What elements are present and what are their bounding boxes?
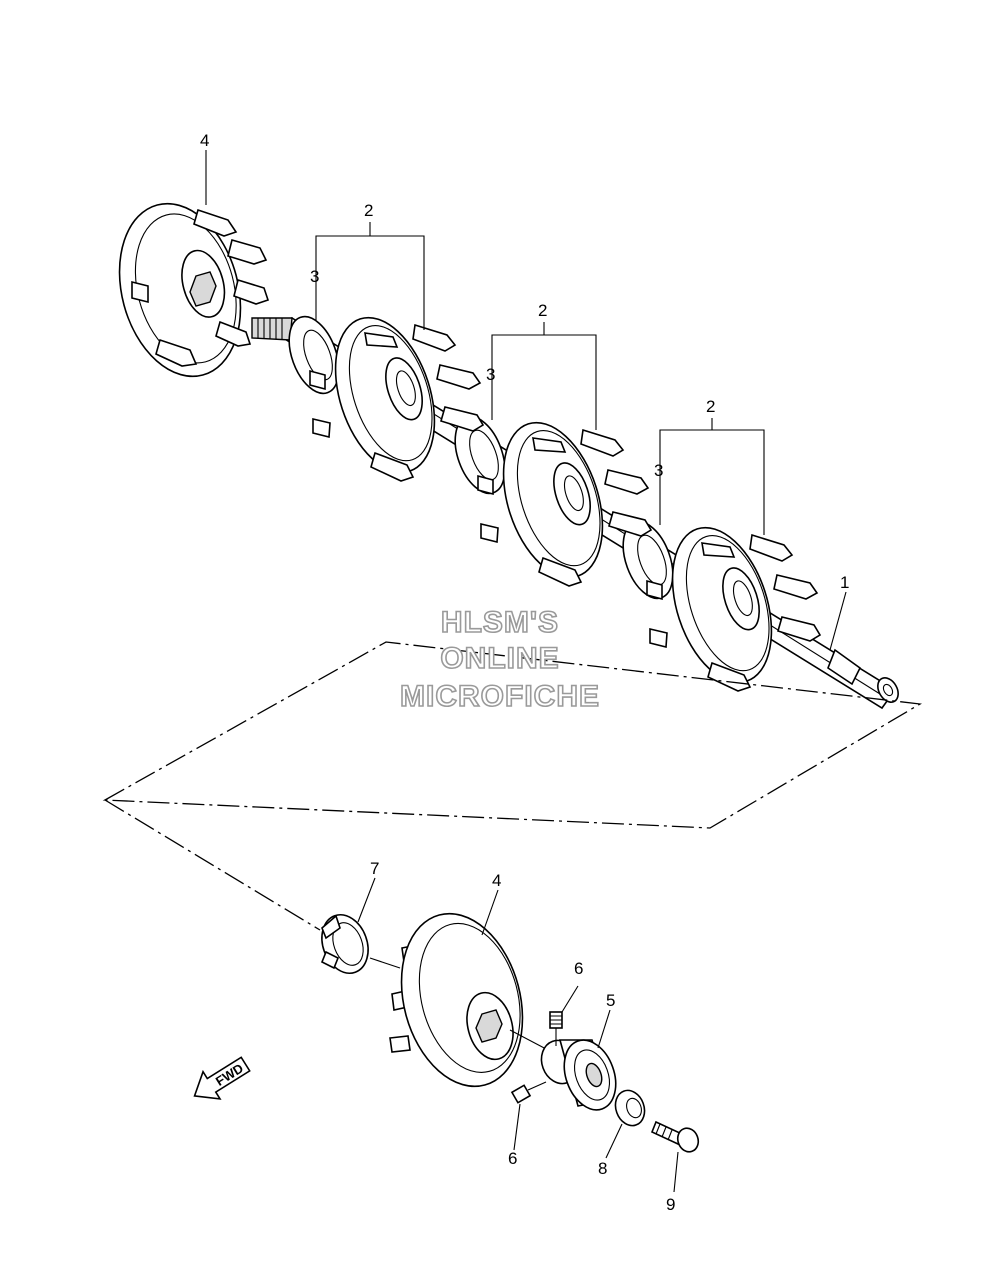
callout-8: 8 (598, 1159, 607, 1178)
callout-4-upper: 4 (200, 131, 209, 150)
callout-5: 5 (606, 991, 615, 1010)
group-bracket-1 (315, 222, 425, 330)
callout-6-lower: 6 (508, 1149, 517, 1168)
bearing (540, 1039, 617, 1111)
callout-3-left: 3 (310, 267, 319, 286)
watermark-line-3: MICROFICHE (400, 680, 600, 713)
circlip (320, 914, 369, 974)
callout-3-middle: 3 (486, 365, 495, 384)
spacer-ring-left (288, 315, 340, 395)
nut (614, 1089, 646, 1127)
callout-2-left: 2 (364, 201, 373, 220)
sprocket-middle (477, 421, 653, 587)
forward-direction-arrow: FWD (193, 1056, 251, 1100)
callout-2-right: 2 (706, 397, 715, 416)
sprocket-right (646, 526, 822, 692)
callout-6-upper: 6 (574, 959, 583, 978)
set-screw-lower (510, 1081, 547, 1104)
callout-2-middle: 2 (538, 301, 547, 320)
exploded-frame (102, 641, 922, 829)
callout-7: 7 (370, 859, 379, 878)
callout-4-lower: 4 (492, 871, 501, 890)
end-wheel-upper (118, 202, 270, 378)
callout-1: 1 (840, 573, 849, 592)
group-bracket-3 (659, 418, 765, 535)
end-wheel-lower (389, 912, 524, 1088)
set-screw-upper (549, 1011, 563, 1046)
sprocket-left (309, 316, 485, 482)
assembly-centerline (104, 799, 321, 931)
watermark-line-1: HLSM'S (441, 606, 559, 639)
bolt (650, 1120, 700, 1153)
callout-3-right: 3 (654, 461, 663, 480)
watermark-line-2: ONLINE (440, 642, 559, 675)
callout-9: 9 (666, 1195, 675, 1214)
group-bracket-2 (491, 322, 597, 430)
